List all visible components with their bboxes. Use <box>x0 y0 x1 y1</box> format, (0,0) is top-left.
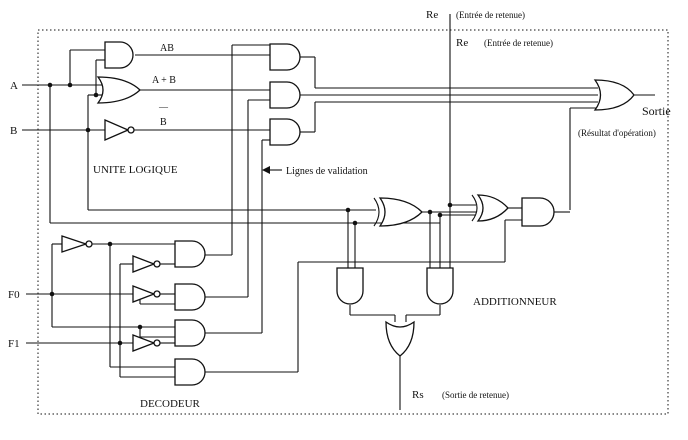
label-re-inner-note: (Entrée de retenue) <box>484 38 553 48</box>
and-gate-adder-out <box>521 197 555 227</box>
and-gate-ab <box>104 41 134 69</box>
xor-gate-1 <box>373 197 423 227</box>
label-lignes-validation: Lignes de validation <box>286 166 368 177</box>
label-rs: Rs <box>412 389 424 401</box>
label-input-b: B <box>10 125 17 137</box>
label-sortie: Sortie <box>642 104 671 118</box>
label-input-f0: F0 <box>8 289 20 301</box>
and-gate-decoder-2 <box>174 283 206 311</box>
or-gate-carry <box>385 320 415 357</box>
label-a-plus-b: A + B <box>152 75 176 86</box>
not-gate-f1-low <box>132 334 161 352</box>
and-gate-decoder-1 <box>174 240 206 268</box>
and-gate-validation-1 <box>269 43 301 71</box>
and-gate-carry-1 <box>336 267 364 305</box>
label-decodeur: DECODEUR <box>140 398 201 410</box>
label-unite-logique: UNITE LOGIQUE <box>93 164 178 176</box>
and-gate-decoder-4 <box>174 358 206 386</box>
label-additionneur: ADDITIONNEUR <box>473 296 557 308</box>
and-gate-validation-2 <box>269 81 301 109</box>
circuit-frame <box>37 29 669 415</box>
label-re-top-note: (Entrée de retenue) <box>456 10 525 20</box>
not-gate-f0-mid <box>132 285 161 303</box>
not-gate-b <box>104 119 135 141</box>
label-re-top: Re <box>426 9 438 21</box>
and-gate-validation-3 <box>269 118 301 146</box>
label-input-a: A <box>10 80 18 92</box>
or-gate-sortie <box>593 79 635 111</box>
and-gate-carry-2 <box>426 267 454 305</box>
label-input-f1: F1 <box>8 338 20 350</box>
xor-gate-2 <box>471 194 509 222</box>
not-gate-f1-top <box>132 255 161 273</box>
not-gate-f0 <box>61 235 93 253</box>
or-gate-a-plus-b <box>96 76 141 104</box>
label-not-b-bar: — <box>158 102 169 112</box>
label-not-b: B <box>160 117 167 128</box>
label-ab: AB <box>160 43 174 54</box>
wires <box>22 14 655 410</box>
label-rs-note: (Sortie de retenue) <box>442 390 509 400</box>
validation-arrow <box>262 166 282 174</box>
label-sortie-note: (Résultat d'opération) <box>578 128 656 138</box>
and-gate-decoder-3 <box>174 319 206 347</box>
junction-dots <box>47 82 453 346</box>
label-re-inner: Re <box>456 37 468 49</box>
